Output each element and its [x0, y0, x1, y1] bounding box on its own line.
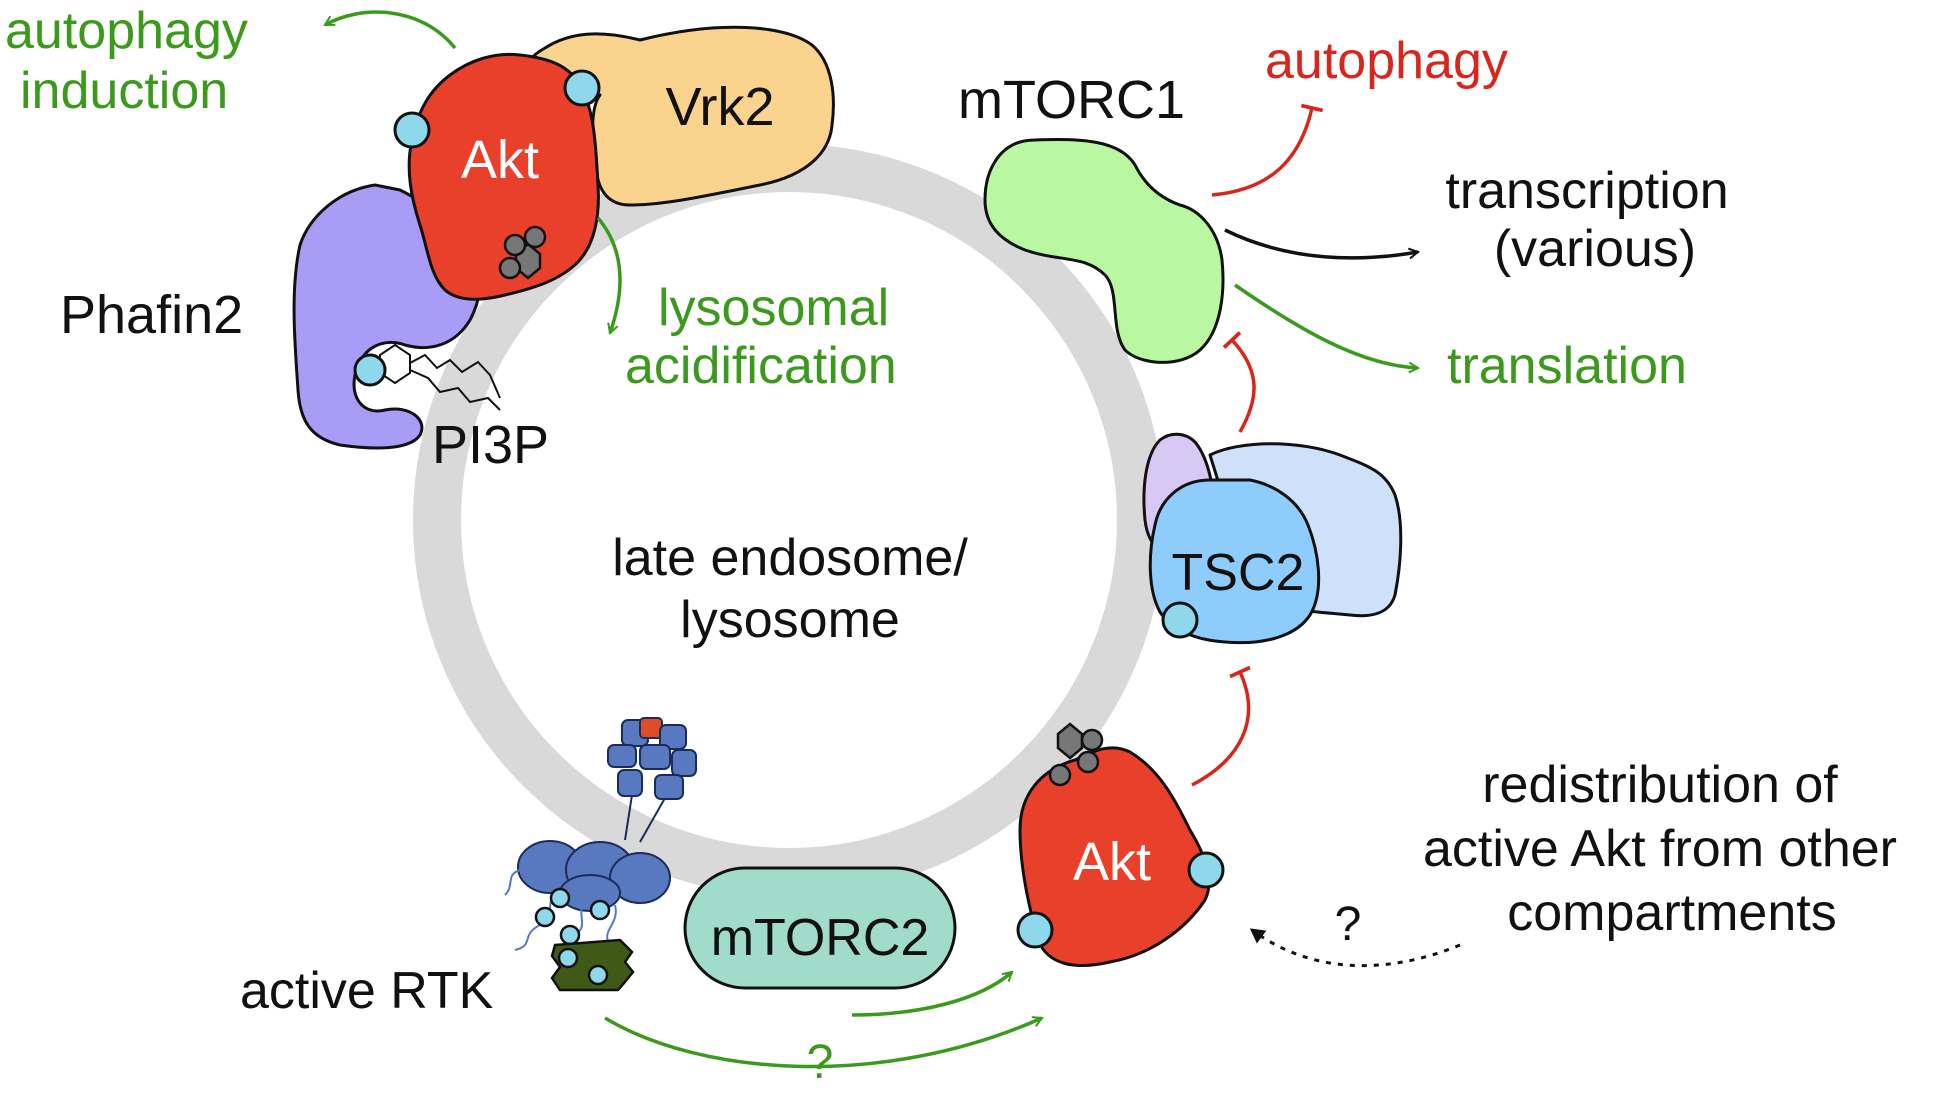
redistribution-label-line2: active Akt from other: [1423, 820, 1897, 878]
redistribution-label-line1: redistribution of: [1482, 756, 1838, 814]
mtorc1-transcription-arrow: [1224, 228, 1418, 260]
rtk-question-mark: ?: [807, 1036, 834, 1089]
tsc2-inhibits-mtorc1: [1222, 331, 1256, 433]
phospho-site-icon: [534, 906, 556, 928]
akt-bottom-label: Akt: [1073, 832, 1151, 892]
akt-inhibits-tsc2: [1191, 665, 1251, 787]
rtk-activates-akt-arrow: [604, 1018, 1042, 1069]
akt-top-label: Akt: [461, 130, 539, 190]
phospho-site-icon: [1016, 911, 1054, 949]
phospho-site-icon: [563, 69, 601, 107]
lysosome-label-line2: lysosome: [680, 591, 900, 649]
phospho-site-icon: [1187, 851, 1225, 889]
lysosomal-acidification-arrow: [596, 216, 622, 333]
mtorc1-shape: [983, 137, 1225, 364]
autophagy-induction-label-line1: autophagy: [5, 2, 248, 60]
transcription-label-line1: transcription: [1445, 162, 1728, 220]
phospho-site-icon: [393, 111, 431, 149]
tsc2-label: TSC2: [1172, 544, 1305, 602]
transcription-label-line2: (various): [1494, 220, 1696, 278]
active-rtk-label: active RTK: [240, 962, 494, 1020]
akt-top-shape: [407, 52, 600, 301]
phospho-site-icon: [559, 924, 581, 946]
translation-label: translation: [1447, 337, 1687, 395]
mtorc1-translation-arrow: [1234, 283, 1418, 368]
redistribution-question-mark: ?: [1335, 898, 1362, 951]
akt-bottom-shape: [1018, 746, 1211, 968]
phospho-site-icon: [557, 947, 579, 969]
phosphoinositide-headgroup-icon: [1048, 722, 1104, 787]
vrk2-label: Vrk2: [665, 77, 774, 137]
mtorc2-shape: [683, 866, 957, 990]
phospho-site-icon: [353, 353, 387, 387]
phospho-site-icon: [1161, 601, 1199, 639]
tsc2-shape: [1148, 478, 1321, 645]
phospho-site-icon: [589, 899, 611, 921]
pi3p-label: PI3P: [432, 415, 549, 475]
phospho-site-icon: [549, 887, 571, 909]
mtorc1-inhibits-autophagy: [1211, 103, 1324, 197]
lysosome-label-line1: late endosome/: [612, 529, 968, 587]
mtorc1-label: mTORC1: [958, 70, 1185, 130]
autophagy-inhibited-label: autophagy: [1265, 32, 1508, 90]
phafin2-label: Phafin2: [60, 285, 243, 345]
redistribution-dashed-arrow: [1249, 928, 1461, 968]
redistribution-label-line3: compartments: [1507, 884, 1836, 942]
autophagy-induction-arrow: [325, 10, 457, 50]
phosphoinositide-headgroup-icon: [498, 225, 547, 280]
mtorc2-activates-akt-arrow: [851, 972, 1012, 1017]
mtorc2-label: mTORC2: [711, 909, 930, 967]
rtk-receptor-icon: [517, 717, 697, 912]
lysosomal-acidification-label-line2: acidification: [625, 337, 897, 395]
lysosomal-acidification-label-line1: lysosomal: [658, 279, 889, 337]
autophagy-induction-label-line2: induction: [20, 62, 228, 120]
phospho-site-icon: [587, 964, 609, 986]
